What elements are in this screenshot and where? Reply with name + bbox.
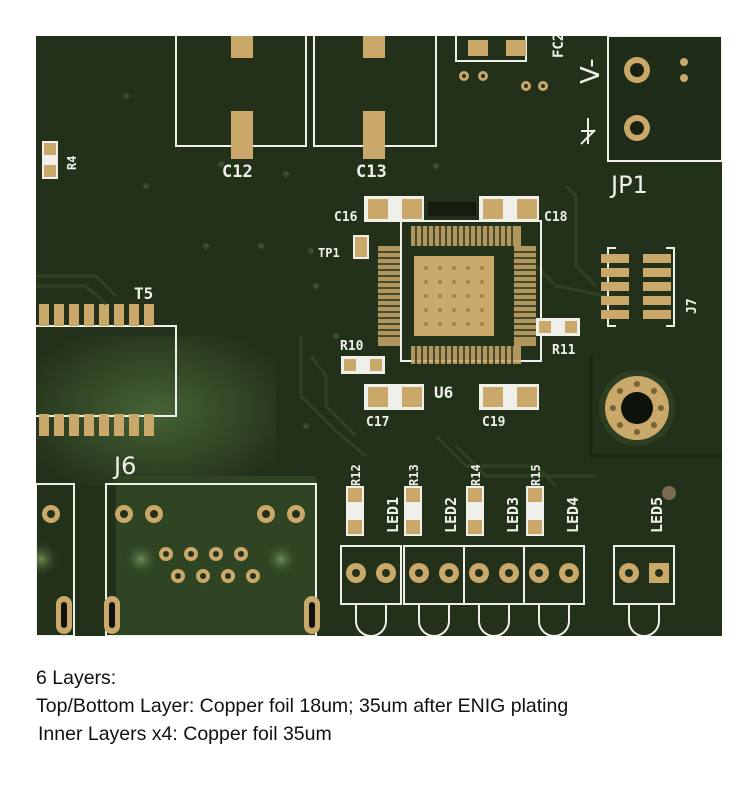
label-r11: R11 [552, 343, 576, 358]
label-r4: R4 [65, 156, 79, 170]
label-led2: LED2 [442, 497, 460, 533]
label-led3: LED3 [504, 497, 522, 533]
label-c17: C17 [366, 415, 389, 430]
label-v: V- [576, 58, 606, 84]
label-r10: R10 [340, 339, 364, 354]
label-r14: R14 [469, 464, 483, 486]
label-j6: J6 [112, 452, 136, 480]
caption-line-inner: Inner Layers x4: Copper foil 35um [38, 723, 332, 745]
label-t5: T5 [134, 284, 153, 303]
pcb-photo: C12 C13 FC2 V- JP1 R4 T5 [36, 36, 722, 636]
label-c16: C16 [334, 210, 358, 225]
label-c18: C18 [544, 210, 568, 225]
label-r13: R13 [407, 464, 421, 486]
label-r15: R15 [529, 464, 543, 486]
caption: 6 Layers: Top/Bottom Layer: Copper foil … [36, 664, 568, 748]
label-u6: U6 [434, 383, 453, 402]
label-c19: C19 [482, 415, 505, 430]
label-tp1: TP1 [318, 246, 340, 260]
label-jp1: JP1 [609, 171, 648, 199]
label-c13: C13 [356, 162, 387, 182]
caption-line-top-bottom: Top/Bottom Layer: Copper foil 18um; 35um… [36, 695, 569, 717]
caption-line-layers: 6 Layers: [36, 667, 117, 689]
label-led4: LED4 [564, 497, 582, 533]
label-r12: R12 [349, 464, 363, 486]
label-fc: FC2 [551, 36, 567, 58]
label-j7: J7 [685, 298, 700, 314]
label-c12: C12 [222, 162, 253, 182]
label-led1: LED1 [384, 497, 402, 533]
label-led5: LED5 [648, 497, 666, 533]
